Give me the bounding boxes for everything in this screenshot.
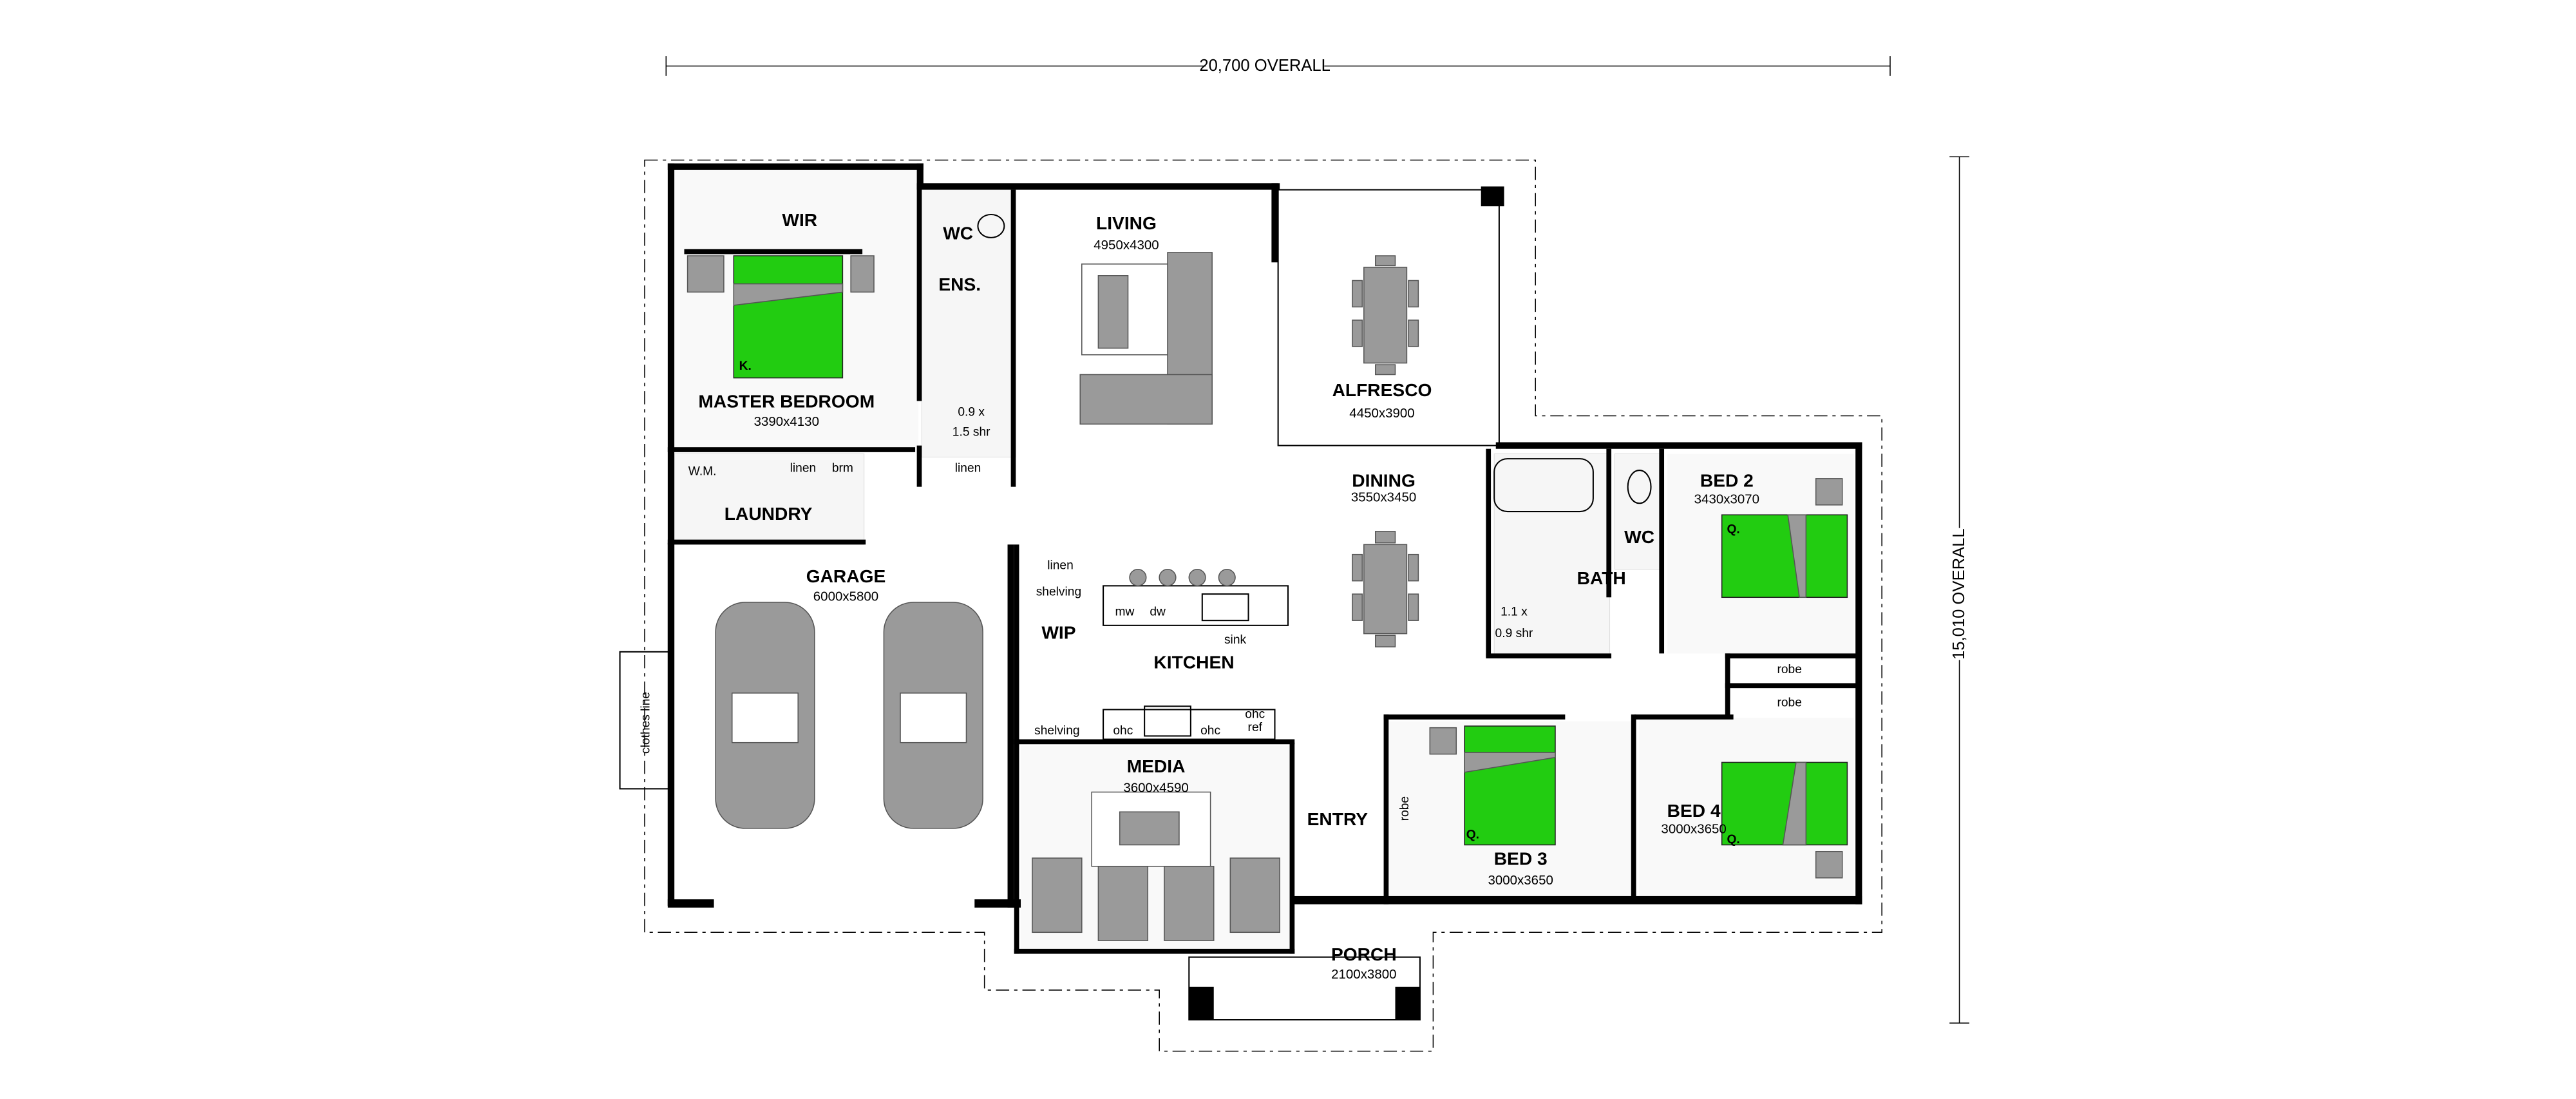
bed3-label: BED 3 [1494, 848, 1548, 868]
alfresco-table [1352, 255, 1419, 376]
porch-label: PORCH [1331, 944, 1397, 964]
wc-floor [1614, 453, 1662, 570]
laundry-label: LAUNDRY [724, 503, 813, 524]
alfresco-size: 4450x3900 [1349, 406, 1414, 421]
king-bed-label: K. [739, 359, 752, 373]
kitchen-label: KITCHEN [1153, 651, 1234, 672]
wip-shelving-label: shelving [1036, 586, 1081, 599]
bed4-robe-label: robe [1777, 696, 1801, 709]
media-size: 3600x4590 [1123, 781, 1188, 796]
ohc-left-label: ohc [1113, 724, 1133, 738]
bath-shower-label: 0.9 shr [1495, 627, 1533, 640]
depth-dimension-label: 15,010 OVERALL [1950, 528, 1968, 660]
width-dimension: 20,700 OVERALL [665, 54, 1891, 76]
bed2-bed [1721, 478, 1848, 598]
bath-label: BATH [1577, 568, 1626, 588]
bed4-bed [1721, 761, 1848, 879]
ohc-ref-label: ohc [1245, 707, 1265, 721]
garage-label: GARAGE [806, 566, 886, 586]
bed3-queen-label: Q. [1466, 828, 1479, 841]
dishwasher-label: dw [1150, 605, 1166, 618]
bed2-label: BED 2 [1700, 470, 1754, 491]
ensuite-linen-label: linen [955, 462, 981, 475]
wip-linen-label: linen [1047, 559, 1074, 573]
walls [667, 163, 1862, 954]
microwave-label: mw [1115, 605, 1134, 618]
master-bedroom-size: 3390x4130 [754, 414, 819, 429]
bed3-bed [1429, 725, 1556, 846]
wc-label: WC [1624, 526, 1654, 547]
ref-label: ref [1248, 721, 1263, 734]
dining-table [1352, 531, 1419, 647]
media-furniture [1032, 791, 1280, 941]
entry-robe-label: robe [1398, 796, 1412, 821]
living-label: LIVING [1096, 213, 1157, 233]
ensuite-shower-label: 1.5 shr [952, 425, 990, 439]
laundry-linen-label: linen [790, 462, 817, 475]
media-label: MEDIA [1127, 756, 1186, 776]
width-dimension-label: 20,700 OVERALL [1199, 57, 1331, 75]
kitchen-bench [1103, 568, 1289, 740]
toilet [1627, 470, 1652, 504]
bath-floor [1493, 453, 1611, 656]
master-bedroom-label: MASTER BEDROOM [698, 391, 875, 412]
clothes-line-label: clothes line [639, 692, 653, 754]
master-bed [687, 255, 875, 379]
living-sofa [1079, 252, 1213, 425]
washing-machine-label: W.M. [688, 465, 717, 479]
alfresco-label: ALFRESCO [1332, 379, 1432, 400]
porch-size: 2100x3800 [1331, 967, 1396, 982]
dining-label: DINING [1352, 470, 1416, 491]
eave-outline [644, 159, 1882, 1052]
bed3-size: 3000x3650 [1488, 873, 1553, 888]
ensuite-shower-size: 0.9 x [958, 406, 985, 419]
clothes-line [619, 651, 670, 790]
bed4-size: 3000x3650 [1661, 822, 1726, 837]
depth-dimension: 15,010 OVERALL [1947, 156, 1971, 1024]
wip-shelving-lower-label: shelving [1034, 724, 1079, 738]
ensuite-wc-label: WC [943, 222, 973, 243]
ensuite-floor [921, 186, 1016, 458]
bed4-queen-label: Q. [1727, 833, 1739, 846]
garage-size: 6000x5800 [813, 589, 878, 604]
porch-post-left [1189, 986, 1214, 1020]
laundry-floor [674, 453, 865, 545]
bed2-robe-label: robe [1777, 663, 1801, 676]
broom-label: brm [832, 462, 853, 475]
entry-label: ENTRY [1307, 808, 1368, 829]
wip-label: WIP [1041, 622, 1075, 642]
bed2-size: 3430x3070 [1694, 492, 1759, 506]
porch-post-right [1395, 986, 1420, 1020]
dining-size: 3550x3450 [1351, 490, 1416, 505]
bath-shower-size: 1.1 x [1501, 605, 1528, 618]
ohc-right-label: ohc [1200, 724, 1220, 738]
garage-cars [715, 602, 983, 829]
living-size: 4950x4300 [1094, 238, 1159, 253]
ensuite-toilet [977, 213, 1005, 238]
sink-label: sink [1224, 633, 1247, 647]
bed4-label: BED 4 [1667, 800, 1721, 821]
wir-label: WIR [782, 209, 817, 230]
bathtub [1493, 458, 1594, 513]
ensuite-label: ENS. [938, 274, 981, 294]
bed2-queen-label: Q. [1727, 522, 1739, 536]
